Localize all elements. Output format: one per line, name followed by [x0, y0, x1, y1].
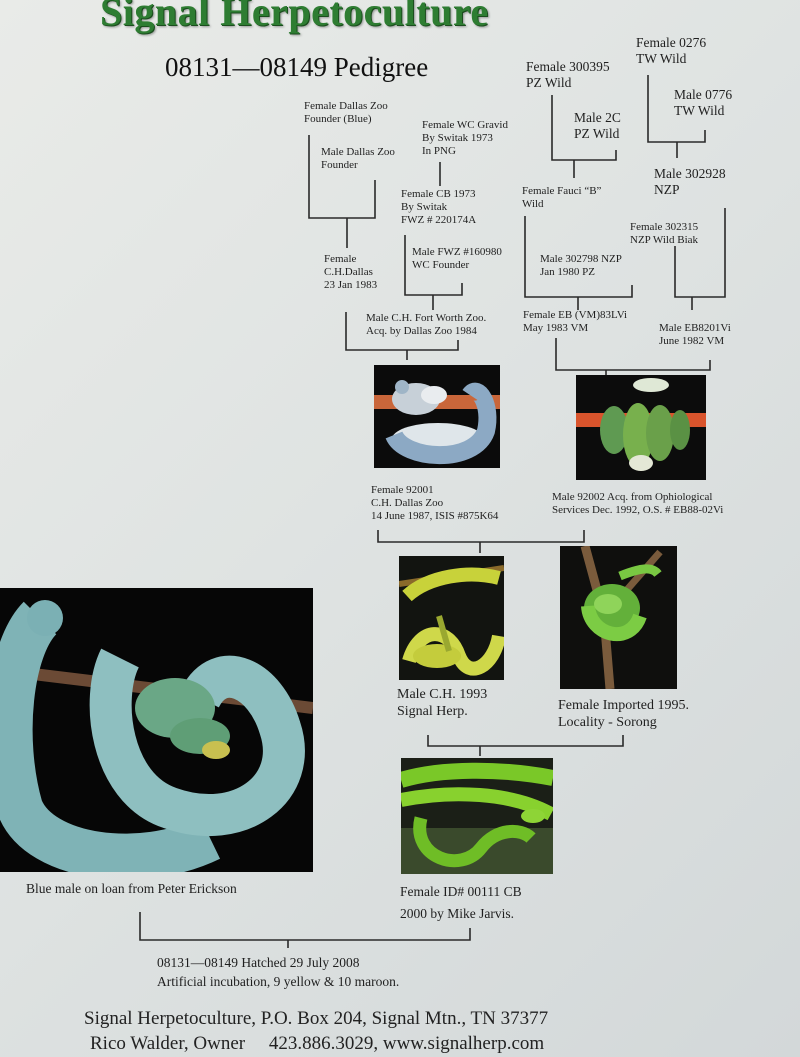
photo-female-92001: [374, 365, 500, 468]
connector-fauci-302798: [524, 216, 633, 310]
node-f302315: Female 302315 NZP Wild Biak: [630, 221, 699, 246]
node-ch1993: Male C.H. 1993 Signal Herp.: [397, 687, 488, 719]
pedigree-title: 08131—08149 Pedigree: [165, 52, 429, 82]
node-f300395: Female 300395 PZ Wild: [526, 59, 610, 90]
node-wc-gravid: Female WC Gravid By Switak 1973 In PNG: [422, 119, 508, 157]
hatch-note: 08131—08149 Hatched 29 July 2008 Artific…: [157, 955, 400, 989]
photo-blue-male: [0, 588, 313, 872]
node-id-00111: Female ID# 00111 CB 2000 by Mike Jarvis.: [400, 884, 522, 921]
node-eb8201: Male EB8201Vi June 1982 VM: [659, 322, 731, 347]
node-f92001: Female 92001 C.H. Dallas Zoo 14 June 198…: [371, 484, 499, 522]
node-fort-worth: Male C.H. Fort Worth Zoo. Acq. by Dallas…: [366, 312, 487, 337]
photo-female-imported-1995: [560, 546, 677, 689]
connector-92001-92002: [377, 530, 585, 553]
connector-fwz-parents: [404, 235, 463, 310]
photo-female-id-00111: [401, 758, 553, 874]
node-imported-1995: Female Imported 1995. Locality - Sorong: [558, 698, 690, 730]
node-dallas-male-founder: Male Dallas Zoo Founder: [321, 146, 395, 171]
connector-hatch: [139, 912, 471, 948]
photo-male-92002: [576, 375, 706, 480]
photo-male-ch-1993: [399, 556, 504, 680]
node-m302928: Male 302928 NZP: [654, 166, 726, 197]
footer-address: Signal Herpetoculture, P.O. Box 204, Sig…: [84, 1008, 549, 1029]
node-m2c: Male 2C PZ Wild: [574, 110, 621, 141]
connector-f92001-parents: [345, 312, 459, 360]
connector-tw-wild: [647, 75, 706, 158]
node-cb-1973: Female CB 1973 By Switak FWZ # 220174A: [401, 188, 477, 226]
node-m92002: Male 92002 Acq. from Ophiological Servic…: [552, 491, 724, 516]
node-f0276: Female 0276 TW Wild: [636, 35, 707, 66]
node-ch-dallas: Female C.H.Dallas 23 Jan 1983: [324, 253, 378, 291]
connector-dallas-founders: [308, 135, 376, 248]
footer-contact: Rico Walder, Owner 423.886.3029, www.sig…: [90, 1033, 545, 1054]
caption-blue-male: Blue male on loan from Peter Erickson: [26, 881, 237, 896]
connector-pz-wild: [551, 95, 617, 178]
node-dallas-female-founder: Female Dallas Zoo Founder (Blue): [304, 100, 388, 125]
brand-title: Signal Herpetoculture: [100, 0, 489, 34]
connector-ch1993-imported: [427, 735, 624, 756]
node-fwz-male: Male FWZ #160980 WC Founder: [412, 246, 502, 271]
connector-biak-302928: [674, 208, 726, 310]
node-fauci: Female Fauci “B” Wild: [522, 185, 602, 210]
node-m302798: Male 302798 NZP Jan 1980 PZ: [540, 253, 622, 278]
node-eb-vm: Female EB (VM)83LVi May 1983 VM: [523, 309, 628, 334]
node-m0776: Male 0776 TW Wild: [674, 87, 733, 118]
